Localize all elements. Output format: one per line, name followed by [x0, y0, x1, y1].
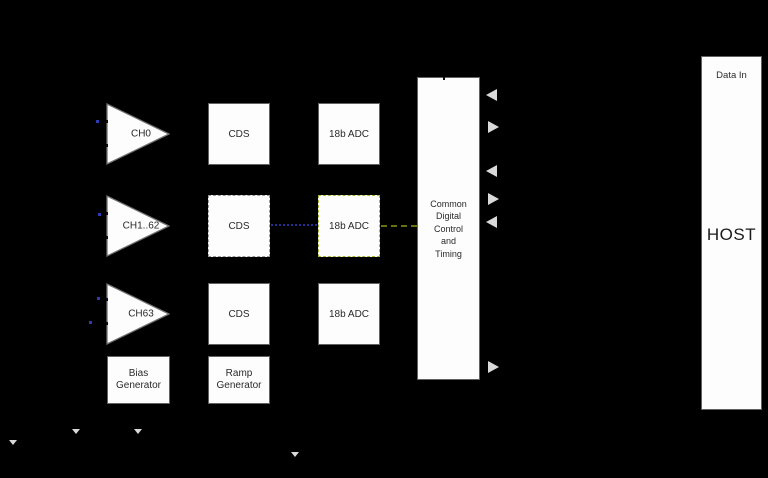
adc-label: 18b ADC: [328, 220, 370, 232]
adc-block-ch63: 18b ADC: [318, 283, 380, 345]
amplifier-ch1-62: CH1..62: [106, 195, 170, 257]
control-top-tick: [443, 77, 445, 80]
host-data-in-label: Data In: [716, 70, 747, 81]
amp-triangle-icon: [106, 195, 170, 257]
cds-block-ch63: CDS: [208, 283, 270, 345]
adc-label: 18b ADC: [328, 128, 370, 140]
amp-input-tick: [106, 212, 108, 215]
amplifier-ch63: CH63: [106, 283, 170, 345]
bias-generator-label-line2: Generator: [115, 380, 162, 391]
arrowhead-left-icon: [486, 165, 497, 177]
ramp-generator-label-line2: Generator: [216, 380, 262, 391]
amplifier-ch0: CH0: [106, 103, 170, 165]
control-label-line: Control: [433, 223, 463, 234]
cds-label: CDS: [228, 128, 250, 140]
arrowhead-down-icon: [291, 452, 299, 457]
control-label-line: Timing: [435, 248, 462, 259]
amp-input-tick: [106, 322, 108, 325]
arrowhead-left-icon: [486, 89, 497, 101]
arrowhead-down-icon: [134, 429, 142, 434]
arrowhead-left-icon: [486, 216, 497, 228]
adc-block-ch0: 18b ADC: [318, 103, 380, 165]
amp-label: CH63: [128, 308, 154, 320]
cds-block-ch0: CDS: [208, 103, 270, 165]
host-block: Data In HOST: [701, 56, 762, 410]
arrowhead-right-icon: [488, 361, 499, 373]
control-label-line: and: [440, 235, 457, 246]
bias-generator-label-line1: Bias: [128, 367, 149, 379]
amp-triangle-icon: [106, 103, 170, 165]
host-label: HOST: [706, 225, 757, 244]
cds-label: CDS: [228, 220, 250, 232]
common-digital-control-block: Common Digital Control and Timing: [417, 77, 480, 380]
cds-to-adc-dotted-line: [271, 224, 317, 226]
cds-label: CDS: [228, 308, 250, 320]
amp-input-tick: [106, 298, 108, 301]
amp-label: CH0: [130, 128, 151, 140]
arrowhead-down-icon: [72, 429, 80, 434]
arrowhead-right-icon: [488, 193, 499, 205]
ramp-generator-label-line1: Ramp: [225, 367, 253, 379]
amp-input-tick: [106, 236, 108, 239]
input-dot: [98, 213, 101, 216]
arrowhead-down-icon: [9, 440, 17, 445]
cds-block-ch1-62: CDS: [208, 195, 270, 257]
input-dot: [89, 321, 92, 324]
adc-label: 18b ADC: [328, 308, 370, 320]
adc-to-control-dashed-line: [381, 225, 417, 227]
input-dot: [97, 297, 100, 300]
amp-input-tick: [106, 120, 108, 123]
control-label-line: Common: [430, 198, 467, 209]
amp-triangle-icon: [106, 283, 170, 345]
adc-block-ch1-62: 18b ADC: [318, 195, 380, 257]
amp-input-tick: [106, 144, 108, 147]
bias-generator-block: Bias Generator: [107, 356, 170, 404]
arrowhead-right-icon: [488, 121, 499, 133]
ramp-generator-block: Ramp Generator: [208, 356, 270, 404]
amp-label: CH1..62: [122, 220, 160, 232]
input-dot: [96, 120, 99, 123]
control-label-line: Digital: [435, 210, 461, 221]
